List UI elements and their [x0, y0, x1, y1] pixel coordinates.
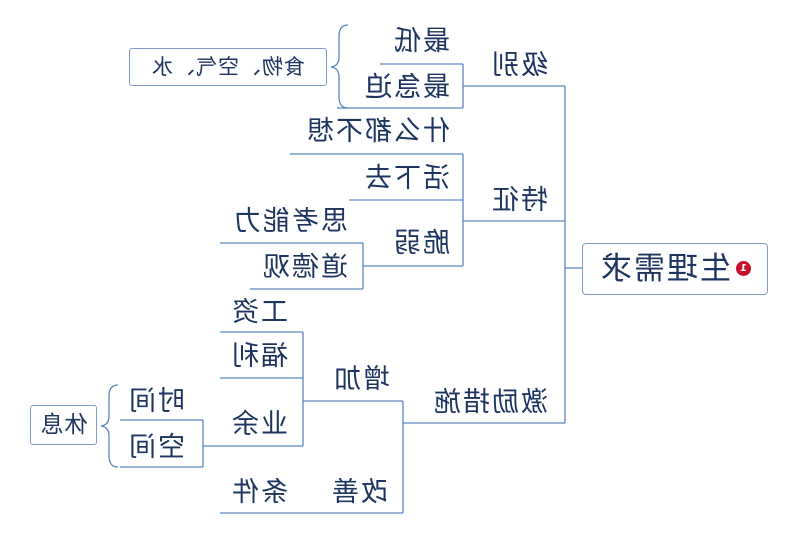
topic-survive[interactable]: 活下去 [363, 163, 450, 194]
topic-benefits[interactable]: 福利 [230, 341, 288, 372]
root-topic[interactable]: 1 生理需求 [582, 243, 768, 295]
topic-time[interactable]: 时间 [127, 386, 185, 417]
topic-incentives[interactable]: 激励措施 [432, 387, 548, 418]
topic-morality[interactable]: 道德观 [261, 252, 348, 283]
topic-thinking-ability[interactable]: 思考能力 [232, 206, 348, 237]
topic-fragile[interactable]: 脆弱 [392, 228, 450, 259]
topic-level-lowest[interactable]: 最低 [392, 26, 450, 57]
priority-1-icon: 1 [736, 261, 751, 276]
summary-rest[interactable]: 休息 [30, 405, 97, 445]
topic-features[interactable]: 特征 [490, 185, 548, 216]
summary-food-air-water[interactable]: 食物、空气、水 [129, 48, 327, 86]
topic-conditions[interactable]: 条件 [230, 477, 288, 508]
root-topic-label: 生理需求 [599, 251, 731, 287]
topic-increase[interactable]: 增加 [332, 364, 390, 395]
summary-brace [330, 24, 349, 109]
topic-improve[interactable]: 改善 [330, 477, 388, 508]
topic-think-nothing[interactable]: 什么都不想 [305, 116, 450, 147]
summary-brace [100, 384, 119, 468]
topic-level-most-urgent[interactable]: 最急迫 [363, 72, 450, 103]
topic-salary[interactable]: 工资 [230, 297, 288, 328]
topic-spare-time[interactable]: 业余 [230, 409, 288, 440]
topic-space[interactable]: 空间 [127, 432, 185, 463]
topic-level[interactable]: 级别 [490, 50, 548, 81]
